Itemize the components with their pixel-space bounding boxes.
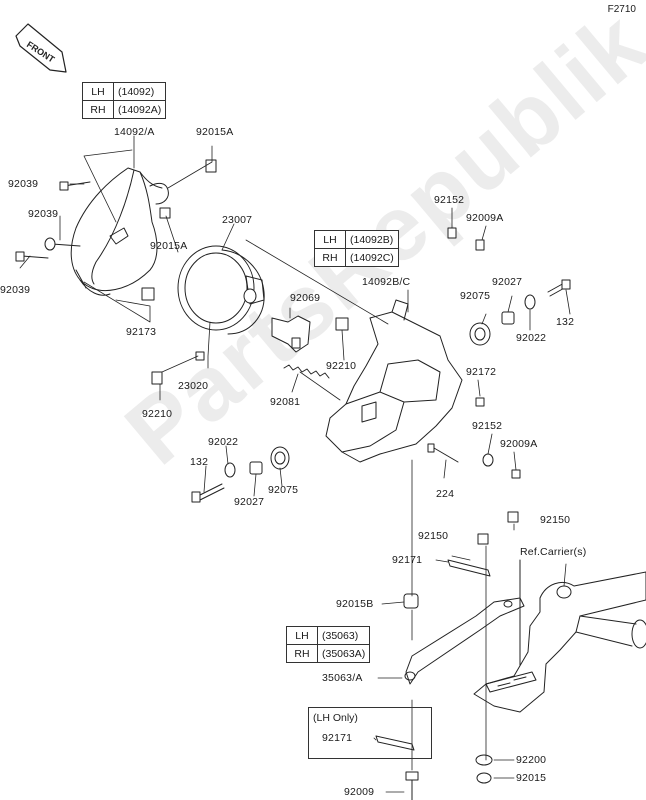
part-label-92009a-bot: 92009A <box>500 438 538 450</box>
clamp-band <box>375 559 491 751</box>
part-label-92027-left: 92027 <box>234 496 265 508</box>
part-label-92171-bot: 92171 <box>322 732 353 744</box>
part-label-23007: 23007 <box>222 214 253 226</box>
reference-carrier-label: Ref.Carrier(s) <box>520 546 587 558</box>
part-label-92015b: 92015B <box>336 598 374 610</box>
headlight-bulb <box>271 315 311 353</box>
stay-side-table: LH (35063) RH (35063A) <box>286 626 371 663</box>
table-cell-part: (35063A) <box>316 644 371 663</box>
part-label-92027-right: 92027 <box>492 276 523 288</box>
part-label-92081: 92081 <box>270 396 301 408</box>
part-label-92075-right: 92075 <box>460 290 491 302</box>
table-cell-part: (14092) <box>112 82 167 101</box>
part-label-92172: 92172 <box>466 366 497 378</box>
part-label-92150-right: 92150 <box>540 514 571 526</box>
part-label-92150-left: 92150 <box>418 530 449 542</box>
table-row: RH (14092C) <box>314 248 399 267</box>
table-cell-side: LH <box>82 82 114 101</box>
part-label-92152-bot: 92152 <box>472 420 503 432</box>
headlight-cover-side-table: LH (14092) RH (14092A) <box>82 82 167 119</box>
table-cell-side: LH <box>286 626 318 645</box>
part-label-92039-mid: 92039 <box>28 208 59 220</box>
part-label-92152-top: 92152 <box>434 194 465 206</box>
part-label-132-right: 132 <box>556 316 575 328</box>
part-label-224: 224 <box>436 488 455 500</box>
front-arrow-icon: FRONT <box>15 23 67 73</box>
part-label-132-left: 132 <box>190 456 209 468</box>
table-cell-side: LH <box>314 230 346 249</box>
part-label-92210-left: 92210 <box>142 408 173 420</box>
part-label-23020: 23020 <box>178 380 209 392</box>
part-label-92039-top: 92039 <box>8 178 39 190</box>
part-label-92009: 92009 <box>344 786 375 798</box>
table-cell-part: (14092C) <box>345 248 399 267</box>
part-label-92075-left: 92075 <box>268 484 299 496</box>
part-label-92015: 92015 <box>516 772 547 784</box>
table-cell-part: (35063) <box>316 626 371 645</box>
part-label-92200: 92200 <box>516 754 547 766</box>
lh-only-box: (LH Only) <box>308 707 432 759</box>
headlight-cover <box>70 167 169 296</box>
part-label-92022-left: 92022 <box>208 436 239 448</box>
table-cell-side: RH <box>82 100 114 119</box>
table-row: RH (35063A) <box>286 644 371 663</box>
grommet <box>270 322 491 470</box>
table-row: LH (14092B) <box>314 230 399 249</box>
carrier-frame <box>473 559 646 713</box>
part-label-92069: 92069 <box>290 292 321 304</box>
table-cell-part: (14092B) <box>345 230 399 249</box>
leader-lines <box>19 135 571 793</box>
headlight-unit <box>177 245 265 335</box>
diagram-code: F2710 <box>607 4 636 15</box>
part-label-92022-right: 92022 <box>516 332 547 344</box>
table-row: LH (35063) <box>286 626 371 645</box>
part-label-92210-mid: 92210 <box>326 360 357 372</box>
table-row: LH (14092) <box>82 82 167 101</box>
bolt <box>191 239 571 800</box>
part-label-14092bc: 14092B/C <box>362 276 411 288</box>
part-label-92171-top: 92171 <box>392 554 423 566</box>
table-cell-side: RH <box>286 644 318 663</box>
headlight-bracket <box>325 299 463 463</box>
screw <box>15 181 91 262</box>
table-cell-part: (14092A) <box>112 100 167 119</box>
headlight-stay <box>404 597 525 685</box>
part-label-35063a: 35063/A <box>322 672 363 684</box>
table-row: RH (14092A) <box>82 100 167 119</box>
part-label-92009a-top: 92009A <box>466 212 504 224</box>
part-label-14092a: 14092/A <box>114 126 155 138</box>
part-label-92039-bot: 92039 <box>0 284 31 296</box>
adjuster-spring <box>283 364 330 379</box>
lh-only-label: (LH Only) <box>313 712 358 724</box>
part-label-92015a-mid: 92015A <box>150 240 188 252</box>
headlight-bracket-side-table: LH (14092B) RH (14092C) <box>314 230 399 267</box>
part-label-92015a-top: 92015A <box>196 126 234 138</box>
collar <box>249 311 515 475</box>
table-cell-side: RH <box>314 248 346 267</box>
part-label-92173: 92173 <box>126 326 157 338</box>
washer <box>224 294 536 478</box>
